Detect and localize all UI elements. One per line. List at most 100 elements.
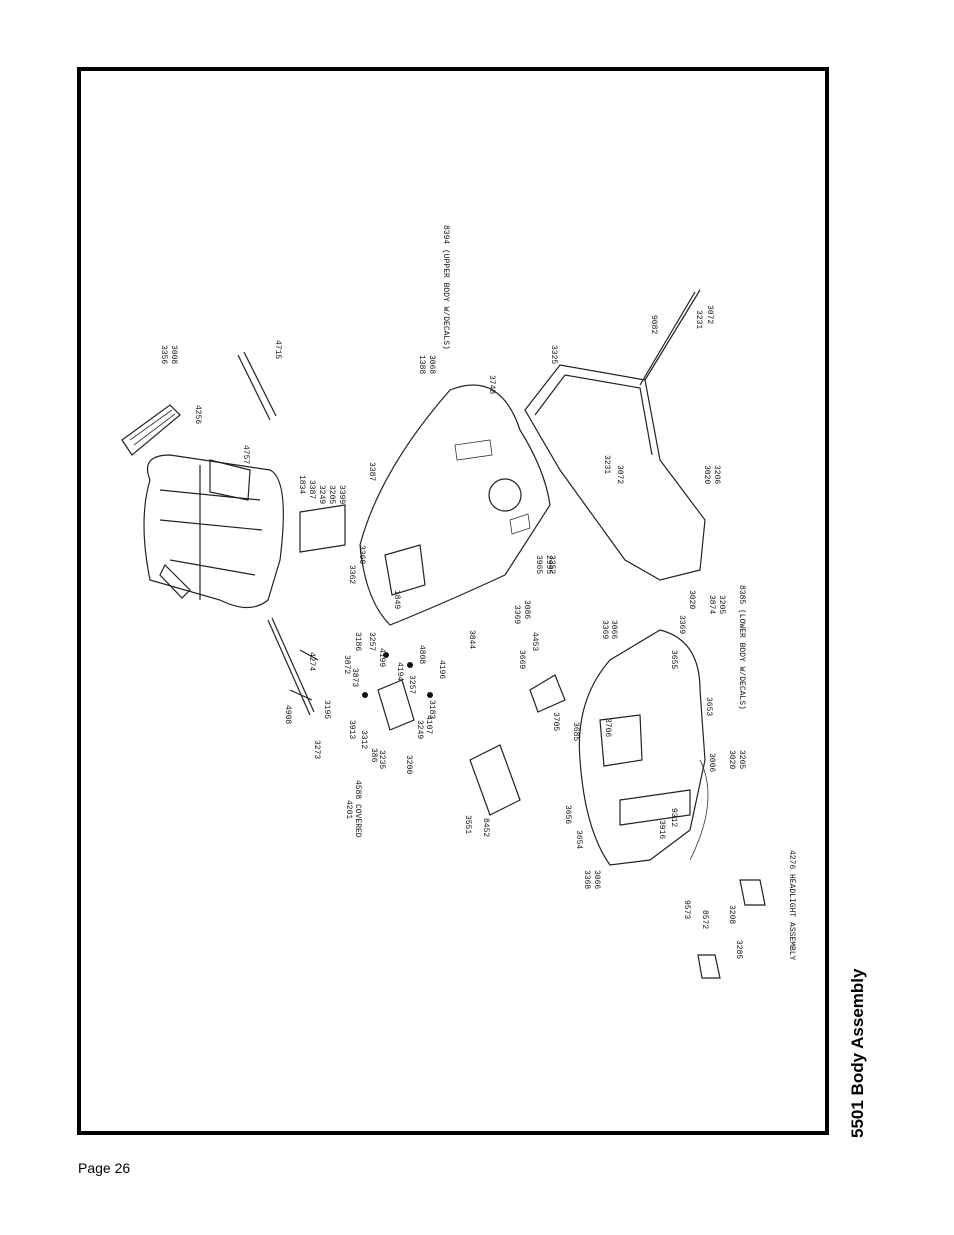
label-3551: 3551 [463,815,472,834]
label-3654: 3654 [574,830,583,849]
label-3312: 3312 [359,730,368,749]
headlight-right-drawing [739,879,766,906]
bumper-drawing [689,759,709,861]
label-3369b: 3369 [677,615,686,634]
frame-3325-drawing [524,289,706,581]
bracket-1834-drawing [299,504,346,553]
label-4757: 4757 [241,445,250,464]
label-3669: 3669 [517,650,526,669]
page-number: Page 26 [78,1160,131,1176]
label-3360: 3360 [357,545,366,564]
label-3195: 3195 [322,700,331,719]
label-4256: 4256 [193,405,202,424]
label-1388: 1388 [417,355,426,374]
label-3655: 3655 [669,650,678,669]
label-3020b: 3020 [687,590,696,609]
label-3206a: 3206 [712,465,721,484]
label-3369c: 3369 [600,620,609,639]
label-headlight: 4276 HEADLIGHT ASSEMBLY [787,850,796,961]
label-3844: 3844 [467,630,476,649]
label-3913: 3913 [347,720,356,739]
label-upper-body: 8394 (UPPER BODY W/DECALS) [441,225,450,350]
label-3325: 3325 [549,345,558,364]
label-3008: 3008 [169,345,178,364]
label-3965: 3965 [534,555,543,574]
label-3066b: 3066 [592,870,601,889]
cable-4715-drawing [237,351,277,421]
label-3205b: 3205 [717,595,726,614]
label-3257: 3257 [367,632,376,651]
label-9573: 9573 [682,900,691,919]
panel-3551-drawing [469,744,521,816]
label-4453: 4453 [530,632,539,651]
label-4908: 4908 [283,705,292,724]
label-3006: 3006 [707,753,716,772]
label-3285: 3285 [734,940,743,959]
label-3249b: 3249 [415,720,424,739]
label-3257b: 3257 [407,675,416,694]
headlight-left-drawing [697,954,721,979]
diagram-frame [77,67,829,1135]
pedal-3669-drawing [529,674,566,713]
label-8452: 8452 [481,818,490,837]
label-3656: 3656 [563,805,572,824]
label-3020c: 3020 [727,750,736,769]
light-4274-drawing [267,617,319,716]
label-3362: 3362 [347,565,356,584]
label-3205: 3205 [327,485,336,504]
label-3086: 3086 [522,600,531,619]
cover-4256-drawing [121,404,181,456]
label-3685: 3685 [571,722,580,741]
label-3748: 3748 [487,375,496,394]
page-title: 5501 Body Assembly [848,968,867,1138]
label-3249: 3249 [317,485,326,504]
label-3387a: 3387 [307,480,316,499]
label-1849: 1849 [392,590,401,609]
label-3273: 3273 [312,740,321,759]
label-3399: 3399 [337,485,346,504]
label-1834: 1834 [297,475,306,494]
label-3200: 3200 [404,755,413,774]
label-4194: 4194 [395,662,404,681]
label-4196: 4196 [437,660,446,679]
label-3068: 3068 [427,355,436,374]
label-4199: 4199 [377,648,386,667]
label-9312: 9312 [669,808,678,827]
label-3072b: 3072 [615,465,624,484]
label-3231a: 3231 [694,310,703,329]
label-3873: 3873 [350,668,359,687]
label-9082: 9082 [649,315,658,334]
switch-cluster-drawing [362,652,433,731]
label-3706: 3706 [603,718,612,737]
label-4588-covered: 4588 COVERED [353,780,362,838]
label-4107: 4107 [424,715,433,734]
label-8572: 8572 [700,910,709,929]
label-3705: 3705 [551,712,560,731]
label-3020a: 3020 [702,465,711,484]
label-3231b: 3231 [602,455,611,474]
label-3208: 3208 [727,905,736,924]
label-3235: 3235 [377,750,386,769]
label-4808: 4808 [417,645,426,664]
label-4715: 4715 [273,340,282,359]
upper-body-drawing [359,384,551,626]
seat-drawing [143,454,284,609]
label-3186: 3186 [353,632,362,651]
label-lower-body: 8385 (LOWER BODY W/DECALS) [737,585,746,710]
label-3352: 3352 [547,555,556,574]
label-3369: 3369 [512,605,521,624]
label-2995: 2995 [544,555,553,574]
label-3183: 3183 [427,700,436,719]
label-3387b: 3387 [367,462,376,481]
label-386: 386 [369,748,378,763]
label-3872: 3872 [342,655,351,674]
label-3072a: 3072 [705,305,714,324]
label-3916: 3916 [657,820,666,839]
label-3205c: 3205 [737,750,746,769]
label-4201: 4201 [344,800,353,819]
label-3874: 3874 [707,595,716,614]
label-3356: 3356 [159,345,168,364]
label-4274: 4274 [307,652,316,671]
label-3066: 3066 [609,620,618,639]
